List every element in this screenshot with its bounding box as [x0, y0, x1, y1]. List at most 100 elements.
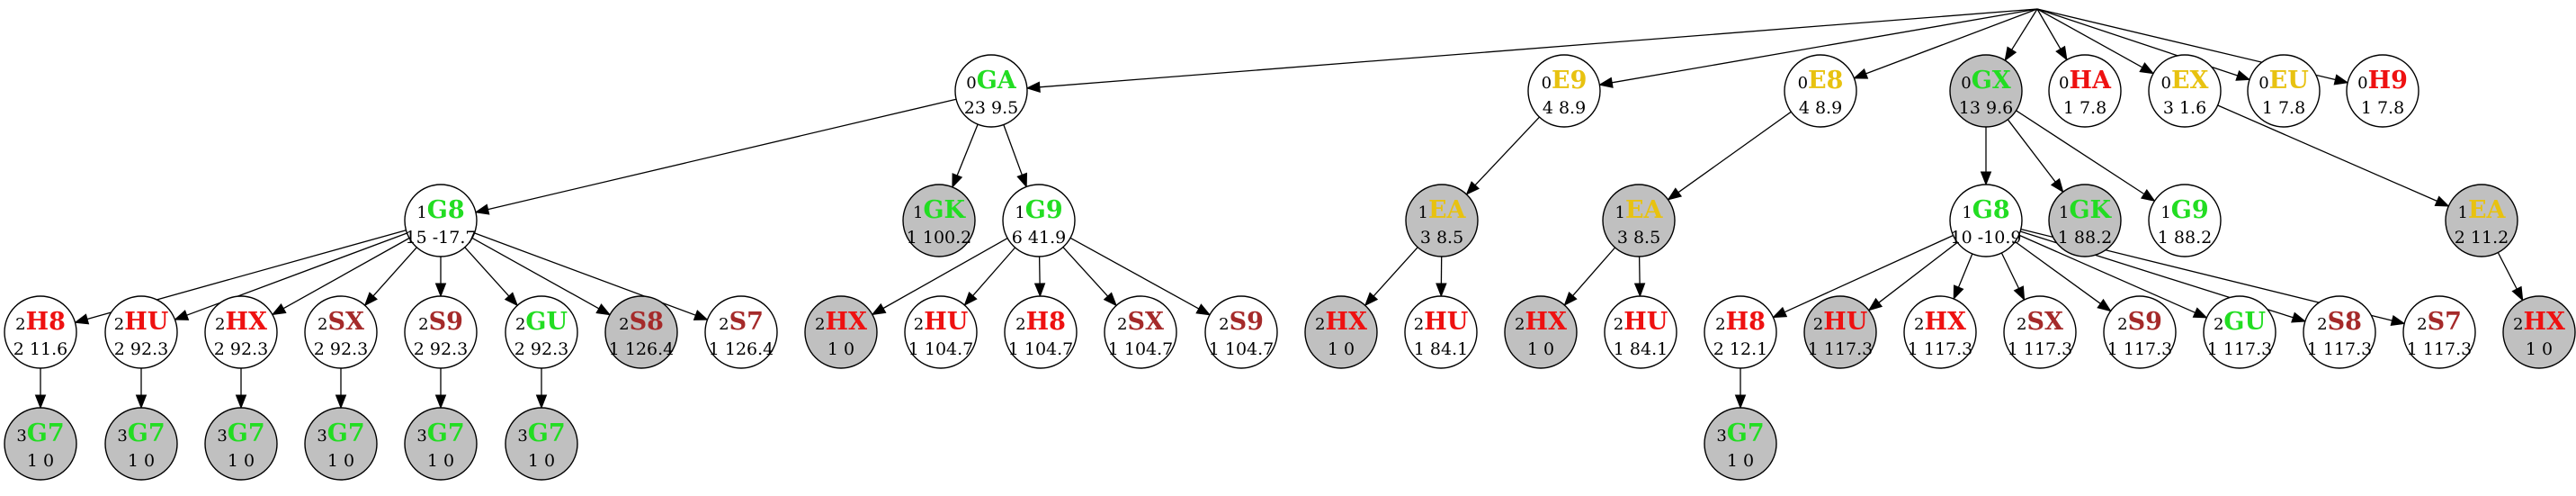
node-move: HU [1623, 308, 1668, 336]
edge-line [1878, 241, 1958, 303]
node-move-label: 1G9 [2160, 196, 2208, 224]
arrowhead-icon [2055, 45, 2068, 61]
node-stats: 3 1.6 [2163, 98, 2206, 118]
edge-sxa-g7d [335, 368, 347, 410]
node-move-label: 1GK [913, 196, 967, 224]
node-move-label: 2SX [1117, 308, 1164, 336]
node-move-label: 2HU [114, 308, 169, 336]
node-stats: 1 84.1 [1414, 339, 1468, 359]
node-move: HU [124, 308, 168, 336]
arrowhead-icon [2333, 74, 2349, 86]
edge-root-ga [1025, 8, 2038, 93]
node-circle [505, 407, 578, 481]
node-move: HX [2523, 308, 2565, 336]
node-stats: 1 104.7 [908, 339, 974, 359]
edge-line [2036, 8, 2062, 50]
node-move: G8 [1972, 196, 2010, 224]
node-depth: 2 [215, 315, 225, 334]
arrowhead-icon [1195, 303, 1212, 316]
edge-g9a-h8b [1033, 256, 1046, 298]
node-stats: 1 104.7 [1209, 339, 1275, 359]
arrowhead-icon [2013, 285, 2026, 302]
node-stats: 1 0 [228, 451, 255, 471]
edge-h8c-g7g [1734, 368, 1747, 410]
edge-gx-gkb [2007, 119, 2064, 194]
node-circle [4, 407, 77, 481]
node-move-label: 2HX [215, 308, 267, 336]
node-move: HX [1924, 308, 1966, 336]
node-stats: 1 104.7 [1008, 339, 1074, 359]
node-circle [2303, 295, 2376, 369]
node-depth: 2 [2317, 315, 2327, 334]
node-circle [2048, 184, 2122, 257]
node-circle [1527, 54, 1601, 128]
node-stats: 1 104.7 [1108, 339, 1174, 359]
edge-g9a-sxb [1062, 247, 1118, 307]
node-stats: 1 0 [1727, 451, 1754, 471]
node-move-label: 0GA [966, 67, 1017, 95]
node-stats: 1 0 [2526, 339, 2553, 359]
node-depth: 0 [2357, 74, 2367, 93]
node-move-label: 2S9 [418, 308, 463, 336]
edge-g8a-hua [174, 232, 407, 320]
node-circle [505, 295, 578, 369]
tree-node-sxb[interactable]: 2SX 1 104.7 [1104, 295, 1177, 369]
node-circle [204, 295, 278, 369]
node-stats: 1 0 [128, 451, 155, 471]
node-move-label: 1G8 [416, 196, 464, 224]
edge-g9a-hxb [871, 238, 1008, 316]
node-move-label: 3G7 [16, 419, 64, 447]
edge-g8b-hue [1867, 241, 1958, 311]
node-move: S7 [2428, 308, 2462, 336]
